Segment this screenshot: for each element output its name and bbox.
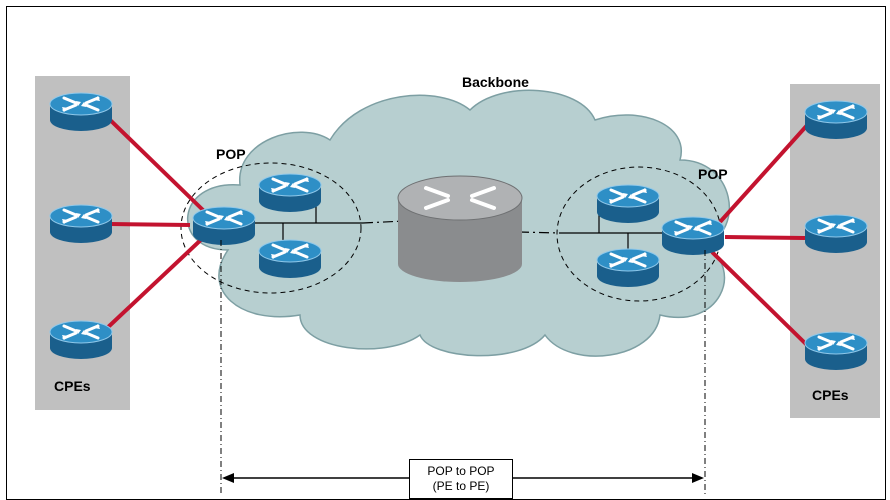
router-icon xyxy=(48,91,114,133)
router-icon xyxy=(803,99,869,141)
cpe-right-label: CPEs xyxy=(812,387,849,403)
span-label-box: POP to POP (PE to PE) xyxy=(409,459,513,499)
pop-left-boundary xyxy=(180,162,362,294)
span-label-line2: (PE to PE) xyxy=(432,479,490,493)
router-icon xyxy=(191,205,257,247)
backbone-label: Backbone xyxy=(462,74,529,90)
pop-right-label: POP xyxy=(698,166,728,182)
router-icon xyxy=(48,319,114,361)
measure-guides xyxy=(220,240,706,496)
router-icon xyxy=(257,238,323,280)
router-icon xyxy=(803,330,869,372)
cpe-left-label: CPEs xyxy=(54,378,91,394)
router-icon xyxy=(595,247,661,289)
router-icon xyxy=(48,203,114,245)
router-icon xyxy=(257,172,323,214)
router-icon xyxy=(803,213,869,255)
router-icon xyxy=(660,215,726,257)
core-router-icon xyxy=(397,175,523,282)
span-label-line1: POP to POP xyxy=(427,464,495,478)
access-links xyxy=(103,113,812,350)
router-icon xyxy=(595,183,661,225)
pop-left-label: POP xyxy=(216,146,246,162)
